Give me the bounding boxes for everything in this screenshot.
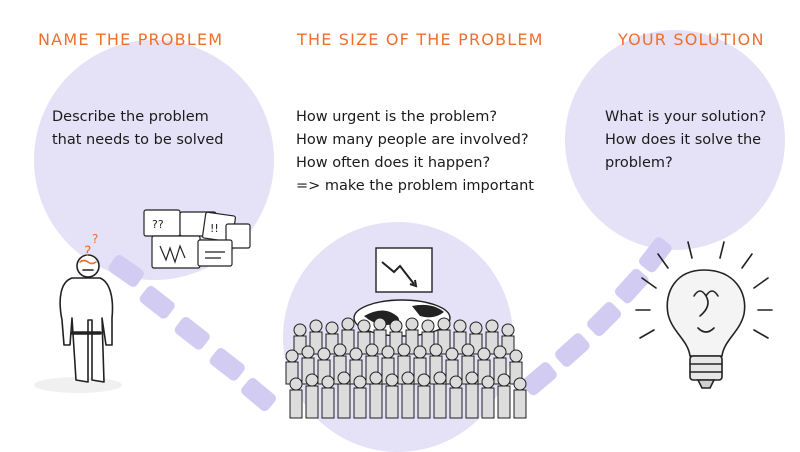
bubble-text: ?? [152,218,164,231]
text-line: What is your solution? [605,109,767,125]
text-your-solution: What is your solution? How does it solve… [605,106,766,175]
text-line: How often does it happen? [296,155,491,171]
path-segment [587,302,622,337]
path-segment [555,333,590,367]
path-segment [108,254,144,287]
text-line: How urgent is the problem? [296,109,498,125]
text-line: How does it solve the [605,132,762,148]
heading-size-problem: THE SIZE OF THE PROBLEM [297,30,544,49]
heading-name-problem: NAME THE PROBLEM [38,30,224,49]
path-segment [639,237,672,273]
light-bulb-icon [635,241,773,389]
path-segment [615,268,649,304]
text-line: Describe the problem [52,109,209,125]
speech-bubbles-icon: ?? !! [143,209,251,269]
circle-your-solution [565,30,785,250]
text-line: that needs to be solved [52,132,224,148]
text-size-problem: How urgent is the problem? How many peop… [296,106,534,198]
crowd-icon [285,317,527,419]
bubble-text: !! [210,222,219,235]
text-name-problem: Describe the problem that needs to be so… [52,106,224,152]
text-line: problem? [605,155,673,171]
path-segment [522,362,557,396]
confused-person-icon: ? ? [34,232,122,393]
text-line: => make the problem important [296,178,534,194]
path-segment [241,378,277,412]
svg-text:?: ? [92,232,98,246]
declining-chart-icon [375,247,433,293]
path-segment [139,286,175,319]
text-line: How many people are involved? [296,132,529,148]
path-segment [174,317,210,350]
svg-text:?: ? [84,244,91,260]
path-segment [209,348,245,381]
heading-your-solution: YOUR SOLUTION [618,30,765,49]
